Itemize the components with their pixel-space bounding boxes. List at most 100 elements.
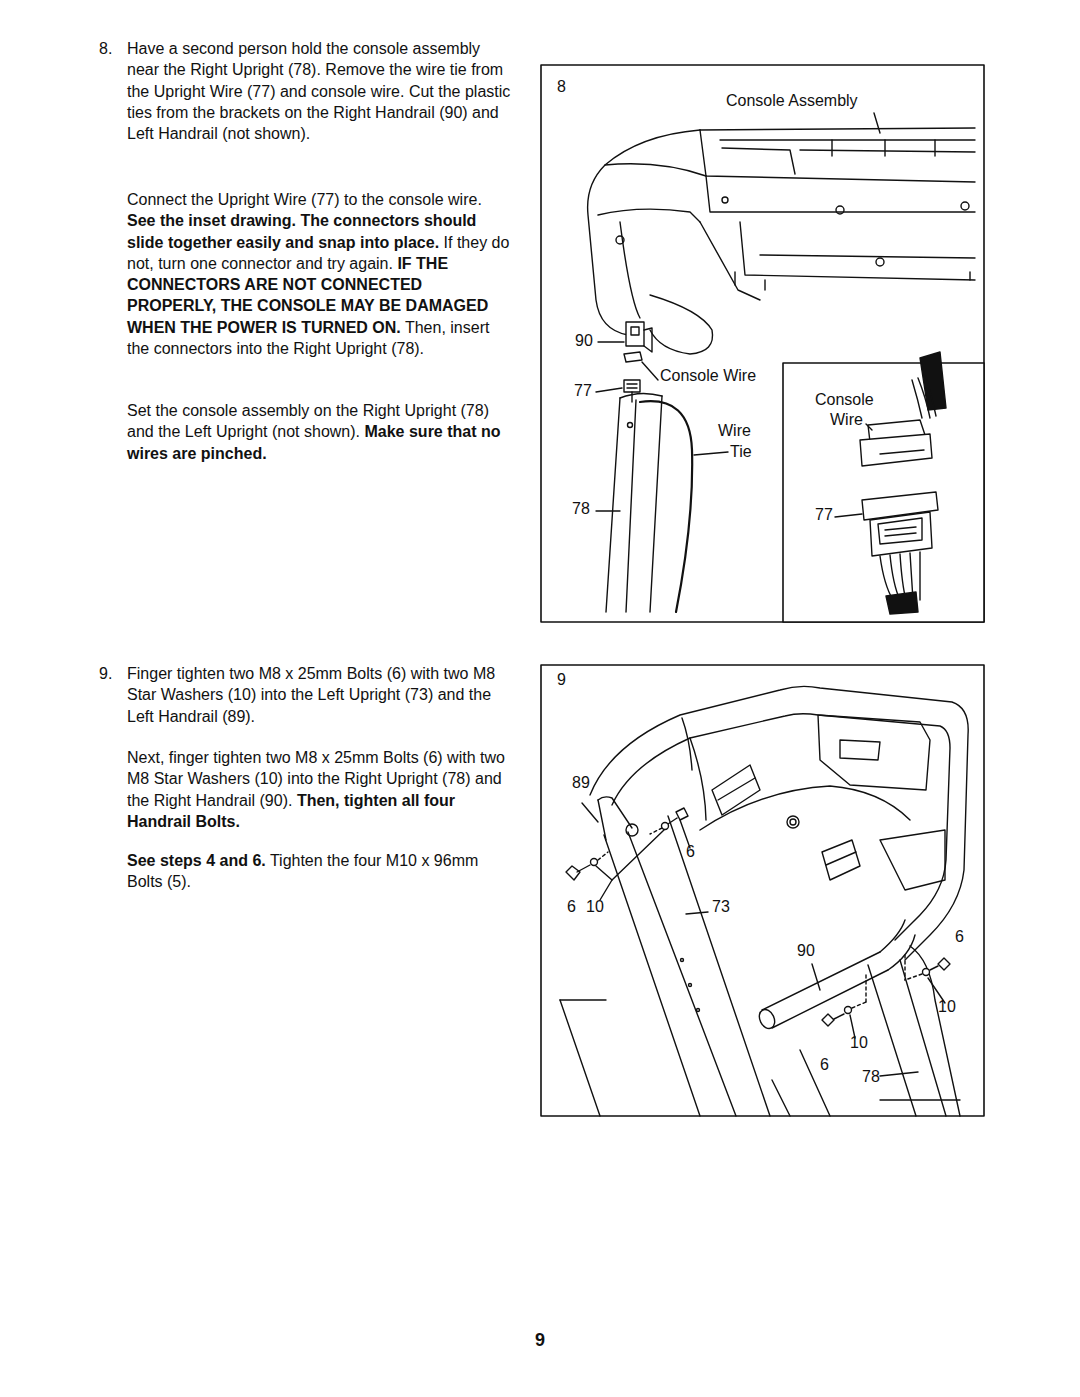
drawing-path xyxy=(560,999,606,1000)
callout-number: 10 xyxy=(586,898,604,916)
callout-number: 8 xyxy=(557,78,566,96)
callout-number: Tie xyxy=(730,443,752,461)
drawing-path xyxy=(628,832,736,1116)
callout-number: 6 xyxy=(686,843,695,861)
drawing-path xyxy=(604,835,700,1116)
drawing-path xyxy=(644,328,652,352)
callout-number: 78 xyxy=(572,500,590,518)
drawing-path xyxy=(582,803,598,822)
callout-number: 89 xyxy=(572,774,590,792)
instruction-text: Connect the Upright Wire (77) to the con… xyxy=(127,191,482,208)
drawing-path xyxy=(874,113,880,133)
callout-number: Wire xyxy=(718,422,751,440)
drawing-path xyxy=(598,209,700,222)
drawing-path xyxy=(566,866,580,880)
callout-number: 10 xyxy=(850,1034,868,1052)
drawing-path xyxy=(852,1002,866,1008)
callout-number: 90 xyxy=(575,332,593,350)
drawing-path xyxy=(812,964,820,990)
instruction-paragraph: Finger tighten two M8 x 25mm Bolts (6) w… xyxy=(127,663,512,727)
drawing-circle xyxy=(923,969,930,976)
drawing-path xyxy=(627,384,637,388)
drawing-path xyxy=(772,970,888,1028)
bold-instruction: See steps 4 and 6. xyxy=(127,852,266,869)
callout-number: Console Assembly xyxy=(726,92,858,110)
drawing-circle xyxy=(616,236,624,244)
drawing-path xyxy=(612,714,950,940)
drawing-circle xyxy=(961,202,969,210)
drawing-path xyxy=(690,738,706,820)
drawing-path xyxy=(718,778,755,800)
drawing-path xyxy=(900,960,946,1116)
drawing-path xyxy=(912,376,936,418)
upright-wire xyxy=(640,401,692,612)
drawing-circle xyxy=(876,258,884,266)
instruction-text: 9. xyxy=(99,665,112,682)
drawing-path xyxy=(676,808,688,820)
drawing-path xyxy=(866,424,872,430)
drawing-path xyxy=(588,130,700,335)
callout-number: 6 xyxy=(820,1056,829,1074)
drawing-path xyxy=(834,1014,844,1019)
drawing-path xyxy=(878,518,922,544)
drawing-path xyxy=(860,434,932,466)
drawing-path xyxy=(772,1050,830,1116)
drawing-path xyxy=(740,222,975,280)
drawing-path xyxy=(598,800,606,840)
callout-number: 10 xyxy=(938,998,956,1016)
console-top-view xyxy=(590,686,968,960)
drawing-path xyxy=(606,398,620,612)
drawing-path xyxy=(598,341,624,342)
callout-number: 77 xyxy=(574,382,592,400)
drawing-path xyxy=(700,128,975,130)
instruction-text: Finger tighten two M8 x 25mm Bolts (6) w… xyxy=(127,665,495,725)
callout-number: 77 xyxy=(815,506,833,524)
drawing-path xyxy=(694,452,728,455)
drawing-path xyxy=(760,255,975,258)
right-upright-78 xyxy=(606,393,662,612)
drawing-path xyxy=(818,715,930,790)
drawing-path xyxy=(642,362,658,380)
drawing-rect xyxy=(541,665,984,1116)
drawing-path xyxy=(722,148,795,174)
drawing-path xyxy=(668,816,770,1116)
instruction-text: 8. xyxy=(99,40,112,57)
drawing-path xyxy=(605,164,706,176)
drawing-circle xyxy=(626,824,638,836)
left-upright-73 xyxy=(560,816,770,1116)
callout-number: 9 xyxy=(557,671,566,689)
drawing-path xyxy=(640,401,692,612)
drawing-path xyxy=(835,514,862,517)
drawing-rect xyxy=(624,380,640,392)
console-assembly xyxy=(588,128,975,354)
left-handrail-89 xyxy=(598,797,638,840)
instruction-text: Have a second person hold the console as… xyxy=(127,40,510,142)
callout-number: 73 xyxy=(712,898,730,916)
callout-number: Console Wire xyxy=(660,367,756,385)
drawing-circle xyxy=(697,1009,700,1012)
callout-number: 6 xyxy=(567,898,576,916)
drawing-circle xyxy=(689,984,692,987)
drawing-path xyxy=(822,1014,834,1026)
callout-number: 6 xyxy=(955,928,964,946)
drawing-circle xyxy=(628,423,633,428)
drawing-rect xyxy=(783,363,984,622)
drawing-path xyxy=(598,852,608,860)
drawing-circle xyxy=(790,819,796,825)
drawing-path xyxy=(624,352,642,362)
drawing-path xyxy=(686,912,708,914)
drawing-path xyxy=(905,974,922,980)
instruction-paragraph: Connect the Upright Wire (77) to the con… xyxy=(127,189,512,359)
drawing-circle xyxy=(836,206,844,214)
callout-number: 90 xyxy=(797,942,815,960)
bracket-90 xyxy=(626,322,652,352)
drawing-path xyxy=(682,718,692,770)
drawing-path xyxy=(596,866,612,880)
drawing-circle xyxy=(662,823,669,830)
bolts-and-washers xyxy=(566,808,950,1026)
drawing-path xyxy=(886,592,918,614)
drawing-rect xyxy=(541,65,984,622)
drawing-path xyxy=(880,1099,960,1100)
drawing-path xyxy=(880,920,915,970)
